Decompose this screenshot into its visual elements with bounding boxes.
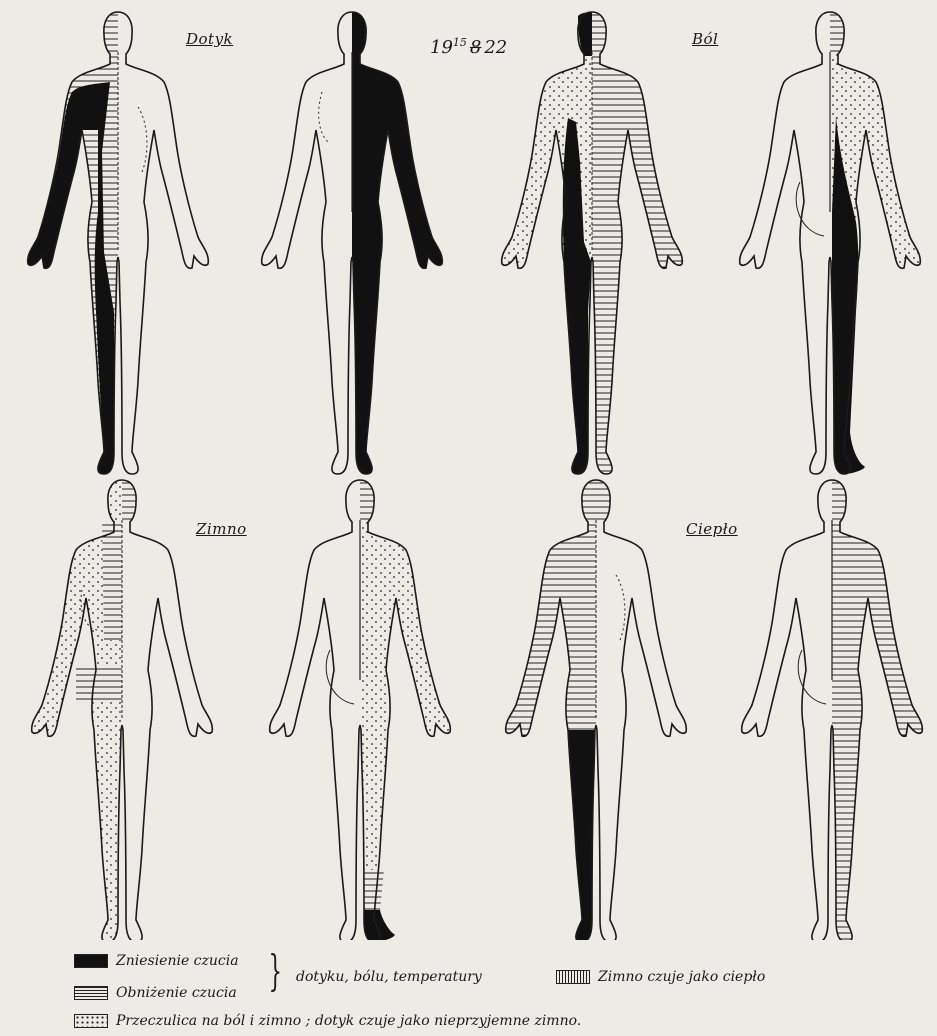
figure-touch-back	[262, 12, 443, 474]
caption-pain: Ból	[692, 30, 718, 48]
date-day: 19	[430, 37, 453, 58]
legend-cold-as-warm-label: Zimno czuje jako ciepło	[598, 969, 765, 985]
figure-cold-front	[32, 480, 213, 940]
date-sup: 15	[453, 36, 467, 49]
caption-warmth: Ciepło	[686, 520, 738, 538]
legend-loss-label: Zniesienie czucia	[116, 953, 239, 969]
figure-warmth-front	[506, 480, 687, 940]
caption-cold: Zimno	[196, 520, 247, 538]
swatch-hyper	[74, 1014, 108, 1028]
legend-cold-as-warm: Zimno czuje jako ciepło	[556, 966, 765, 988]
legend-brace: }	[269, 950, 282, 992]
legend-loss: Zniesienie czucia	[74, 950, 239, 972]
figure-touch-front	[28, 12, 209, 474]
legend-reduced: Obniżenie czucia	[74, 982, 237, 1004]
swatch-cold-as-warm	[556, 970, 590, 984]
figure-pain-front	[502, 12, 683, 474]
legend-hyper-label: Przeczulica na ból i zimno ; dotyk czuje…	[116, 1013, 581, 1029]
swatch-reduced	[74, 986, 108, 1000]
legend-reduced-label: Obniżenie czucia	[116, 985, 237, 1001]
legend-hyper: Przeczulica na ból i zimno ; dotyk czuje…	[74, 1010, 581, 1032]
figure-pain-back	[740, 12, 921, 474]
swatch-loss	[74, 954, 108, 968]
date-year: 22	[484, 37, 507, 58]
figure-cold-back	[270, 480, 451, 940]
body-charts	[0, 0, 937, 940]
legend-brace-text: dotyku, bólu, temperatury	[296, 966, 482, 988]
caption-touch: Dotyk	[186, 30, 233, 48]
figure-warmth-back	[742, 480, 923, 940]
date-month: 8	[470, 37, 481, 58]
